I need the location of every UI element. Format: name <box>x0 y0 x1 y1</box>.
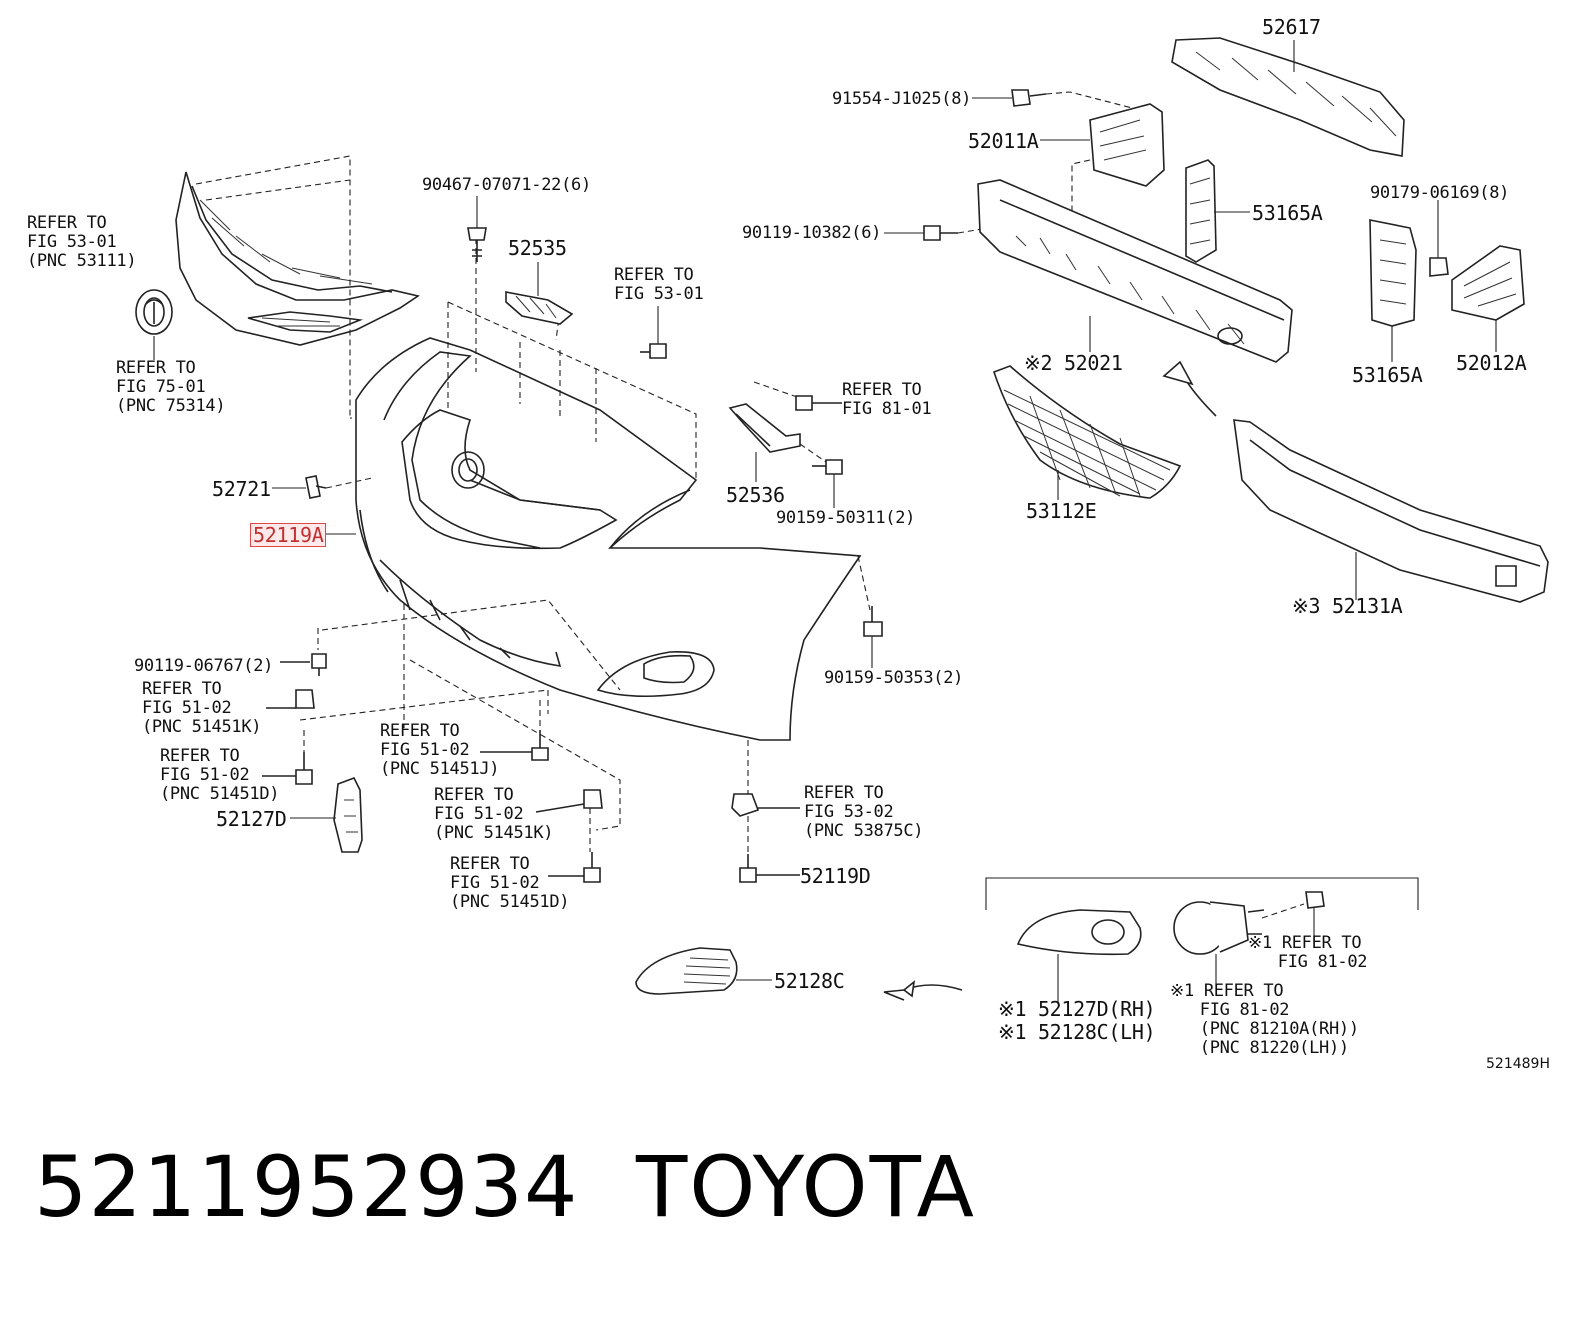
label-refer-fig-81-02-lamp: ※1 REFER TO FIG 81-02 (PNC 81210A(RH)) (… <box>1170 981 1359 1058</box>
label-52011A: 52011A <box>968 129 1039 153</box>
label-refer-51451J: REFER TO FIG 51-02 (PNC 51451J) <box>380 721 500 779</box>
absorber-52617-drawing <box>1171 37 1405 157</box>
label-52721: 52721 <box>212 477 271 501</box>
bumper-cover-drawing <box>355 337 862 741</box>
label-52535: 52535 <box>508 236 567 260</box>
upper-grille-drawing <box>175 171 420 346</box>
screw-53-01-drawing <box>640 343 667 359</box>
label-52119D: 52119D <box>800 864 871 888</box>
label-90179-06169: 90179-06169(8) <box>1370 183 1510 203</box>
fog-cover-RH-drawing <box>1016 909 1142 956</box>
label-53165A-top: 53165A <box>1252 201 1323 225</box>
bracket-53165A-top-drawing <box>1185 159 1217 263</box>
label-53165A-bottom: 53165A <box>1352 363 1423 387</box>
clip-51451K-a-drawing <box>266 689 315 709</box>
bolt-52119D-drawing <box>739 854 800 883</box>
bolt-51451J-drawing <box>480 730 549 761</box>
nut-90179-drawing <box>1429 257 1449 277</box>
bracket-52011A-drawing <box>1089 103 1165 187</box>
screw-91554-drawing <box>1011 89 1047 107</box>
label-90467-07071-22: 90467-07071-22(6) <box>422 175 591 195</box>
figure-code: 521489H <box>1486 1056 1550 1072</box>
label-53112E: 53112E <box>1026 499 1097 523</box>
label-refer-grille: REFER TO FIG 53-01 (PNC 53111) <box>27 213 137 271</box>
bracket-52127D-drawing <box>333 776 363 853</box>
bracket-52012A-drawing <box>1451 245 1525 321</box>
fog-cover-52128C-drawing <box>635 947 738 995</box>
label-52128C: 52128C <box>774 969 845 993</box>
clip-90467-drawing <box>467 227 487 262</box>
label-refer-51451D-left: REFER TO FIG 51-02 (PNC 51451D) <box>160 746 280 804</box>
clip-51451K-b-drawing <box>535 789 603 813</box>
reinforcement-52131A-drawing <box>1233 419 1549 603</box>
part-number: 5211952934 <box>34 1138 579 1236</box>
label-52127D-RH: ※1 52127D(RH) <box>998 997 1156 1021</box>
label-refer-fig-81-02-screw: ※1 REFER TO FIG 81-02 <box>1248 933 1368 972</box>
label-52128C-LH: ※1 52128C(LH) <box>998 1020 1156 1044</box>
screw-90159-50311-drawing <box>812 459 843 475</box>
label-refer-53875C: REFER TO FIG 53-02 (PNC 53875C) <box>804 783 924 841</box>
brand-name: TOYOTA <box>636 1138 976 1236</box>
label-refer-emblem: REFER TO FIG 75-01 (PNC 75314) <box>116 358 226 416</box>
clip-52721-drawing <box>305 475 327 499</box>
label-refer-51451D-middle: REFER TO FIG 51-02 (PNC 51451D) <box>450 854 570 912</box>
screw-90119-10382-drawing <box>923 225 958 241</box>
label-52617: 52617 <box>1262 15 1321 39</box>
label-52536: 52536 <box>726 483 785 507</box>
retainer-52535-drawing <box>505 291 574 325</box>
lower-grille-53112E-drawing <box>992 365 1182 499</box>
reinforcement-52021-drawing <box>977 179 1293 363</box>
bolt-90119-06767-drawing <box>280 653 327 676</box>
screw-90159-50353-drawing <box>863 606 883 637</box>
bolt-51451D-a-drawing <box>262 752 313 785</box>
label-90119-10382: 90119-10382(6) <box>742 223 882 243</box>
label-52127D: 52127D <box>216 807 287 831</box>
label-refer-fig-53-01-top: REFER TO FIG 53-01 <box>614 265 704 304</box>
label-refer-51451K-left: REFER TO FIG 51-02 (PNC 51451K) <box>142 679 262 737</box>
screw-81-02-drawing <box>1305 891 1325 909</box>
label-91554-J1025: 91554-J1025(8) <box>832 89 972 109</box>
label-refer-fig-81-01: REFER TO FIG 81-01 <box>842 380 932 419</box>
fog-lamp-drawing <box>1173 901 1265 955</box>
label-52131A: ※3 52131A <box>1292 594 1403 618</box>
label-52021: ※2 52021 <box>1024 351 1123 375</box>
label-52012A: 52012A <box>1456 351 1527 375</box>
bracket-53165A-bottom-drawing <box>1369 219 1417 327</box>
bracket-53875C-drawing <box>731 793 800 817</box>
label-90159-50311: 90159-50311(2) <box>776 508 916 528</box>
screw-81-01-drawing <box>795 395 842 411</box>
label-52119A-highlighted[interactable]: 52119A <box>250 523 327 547</box>
bracket-52536-drawing <box>728 403 801 453</box>
bolt-51451D-b-drawing <box>548 852 601 883</box>
label-refer-51451K-middle: REFER TO FIG 51-02 (PNC 51451K) <box>434 785 554 843</box>
emblem-drawing <box>135 289 173 335</box>
label-90159-50353: 90159-50353(2) <box>824 668 964 688</box>
label-90119-06767: 90119-06767(2) <box>134 656 274 676</box>
